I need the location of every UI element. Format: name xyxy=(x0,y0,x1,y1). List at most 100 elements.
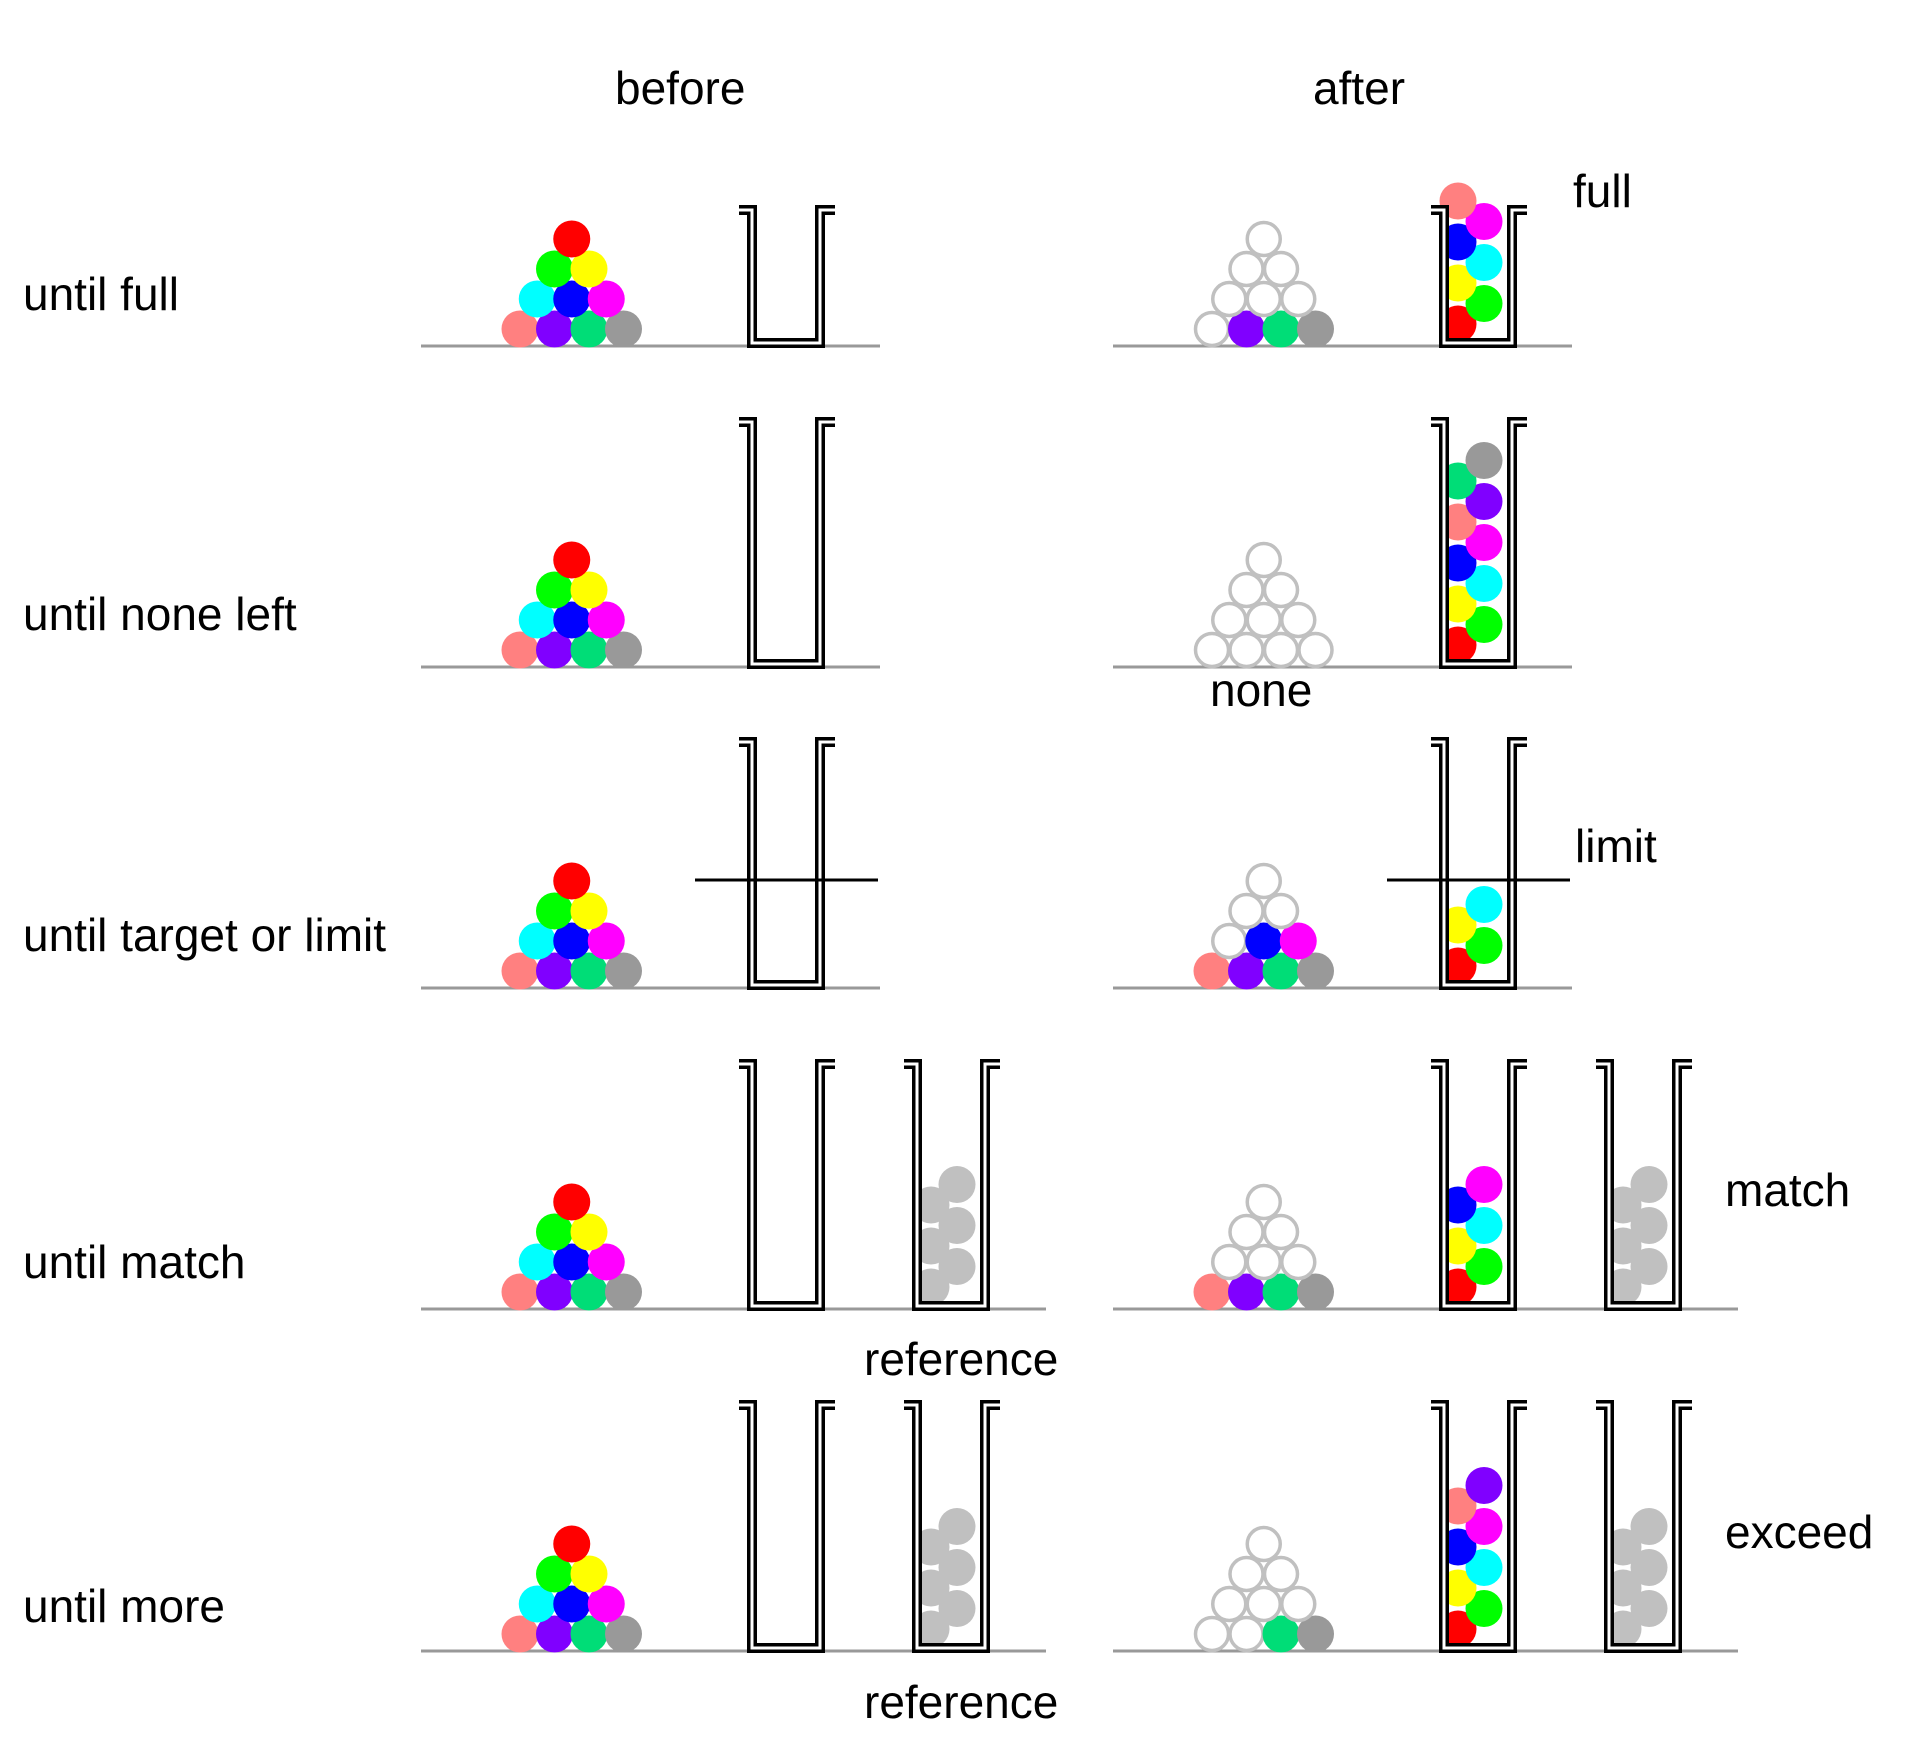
empty-ball-slot xyxy=(1193,631,1231,669)
after-panel xyxy=(1113,1059,1738,1311)
ball-cyan xyxy=(518,922,556,960)
ball-magenta xyxy=(587,1585,625,1623)
ball-yellow xyxy=(570,250,608,288)
ball-purple xyxy=(1228,1273,1265,1311)
cup-outline-inner xyxy=(904,1062,1000,1308)
collector-cup xyxy=(739,737,835,990)
empty-ball-slot xyxy=(1228,1615,1265,1653)
ball-purple xyxy=(1228,310,1265,348)
cup-outline-inner xyxy=(1431,208,1527,345)
row-until-full: until full full xyxy=(23,165,1632,348)
ball-blue xyxy=(553,1585,591,1623)
empty-ball-slot xyxy=(1245,220,1282,258)
row-label: until target or limit xyxy=(23,909,386,961)
empty-ball-slot xyxy=(1228,1555,1265,1593)
ball-yellow xyxy=(570,571,608,609)
cup-ball-green xyxy=(1465,1248,1503,1285)
ball-gray xyxy=(1297,310,1334,348)
ball-gray xyxy=(1297,1615,1334,1653)
ball-magenta xyxy=(587,1243,625,1281)
collector-cup xyxy=(739,1400,835,1653)
ball-teal xyxy=(1262,1273,1300,1311)
reference-ball-reference xyxy=(1630,1508,1668,1545)
cup-ball-magenta xyxy=(1465,1166,1503,1203)
before-panel xyxy=(421,417,880,669)
empty-ball-slot xyxy=(1280,601,1317,639)
collector-cup xyxy=(1431,205,1527,348)
ball-salmon xyxy=(1193,952,1231,990)
empty-ball-slot xyxy=(1211,1585,1248,1623)
row-label: until more xyxy=(23,1580,225,1632)
ball-pyramid xyxy=(1193,1525,1334,1653)
reference-ball-reference xyxy=(1630,1248,1668,1285)
empty-ball-slot xyxy=(1262,571,1300,609)
empty-ball-slot xyxy=(1262,631,1300,669)
ball-teal xyxy=(570,1615,608,1653)
empty-ball-slot xyxy=(1228,892,1265,930)
ball-green xyxy=(536,892,573,930)
reference-label: reference xyxy=(864,1333,1058,1385)
empty-ball-slot xyxy=(1245,601,1282,639)
cup-outline-inner xyxy=(904,1403,1000,1650)
cup-outline-inner xyxy=(1596,1403,1692,1650)
ball-salmon xyxy=(501,1273,539,1311)
after-panel xyxy=(1113,1400,1738,1653)
reference-ball-reference xyxy=(938,1508,976,1545)
ball-teal xyxy=(1262,1615,1300,1653)
collector-cup xyxy=(739,1059,835,1311)
row-label: until full xyxy=(23,268,179,320)
note-match: match xyxy=(1725,1164,1850,1216)
empty-ball-slot xyxy=(1297,631,1334,669)
cup-ball-green xyxy=(1465,927,1503,964)
empty-ball-slot xyxy=(1245,1243,1282,1281)
reference-cup xyxy=(904,1059,1000,1311)
reference-ball-reference xyxy=(938,1549,976,1586)
empty-ball-slot xyxy=(1228,1213,1265,1251)
collector-cup xyxy=(1431,737,1527,990)
empty-ball-slot xyxy=(1211,280,1248,318)
cup-outline-inner xyxy=(1431,1403,1527,1650)
cup-ball-magenta xyxy=(1465,203,1503,240)
cup-ball-magenta xyxy=(1465,524,1503,561)
ball-red xyxy=(553,1183,591,1221)
cup-outline-inner xyxy=(739,1403,835,1650)
empty-ball-slot xyxy=(1211,922,1248,960)
ball-green xyxy=(536,250,573,288)
ball-purple xyxy=(536,310,573,348)
ball-gray xyxy=(1297,1273,1334,1311)
reference-cup xyxy=(904,1400,1000,1653)
cup-outline-inner xyxy=(739,420,835,666)
ball-green xyxy=(536,1213,573,1251)
cup-outline-inner xyxy=(1431,420,1527,666)
empty-ball-slot xyxy=(1245,541,1282,579)
empty-ball-slot xyxy=(1228,631,1265,669)
ball-pyramid xyxy=(501,541,642,669)
ball-gray xyxy=(605,310,642,348)
ball-cyan xyxy=(518,1585,556,1623)
ball-cyan xyxy=(518,601,556,639)
cup-ball-green xyxy=(1465,285,1503,322)
ball-salmon xyxy=(501,952,539,990)
collector-cup xyxy=(739,205,835,348)
cup-ball-green xyxy=(1465,1590,1503,1627)
ball-gray xyxy=(605,952,642,990)
ball-magenta xyxy=(587,280,625,318)
ball-purple xyxy=(536,1273,573,1311)
ball-gray xyxy=(605,1273,642,1311)
empty-ball-slot xyxy=(1228,571,1265,609)
cup-ball-purple xyxy=(1465,483,1503,520)
ball-pyramid xyxy=(1193,541,1334,669)
ball-blue xyxy=(553,922,591,960)
ball-red xyxy=(553,541,591,579)
ball-teal xyxy=(1262,310,1300,348)
cup-outline-inner xyxy=(1431,1062,1527,1308)
empty-ball-slot xyxy=(1211,601,1248,639)
cup-outline-inner xyxy=(739,208,835,345)
ball-cyan xyxy=(518,280,556,318)
note-none: none xyxy=(1210,664,1312,716)
reference-ball-reference xyxy=(938,1207,976,1244)
collector-cup xyxy=(1431,1400,1527,1653)
ball-blue xyxy=(553,601,591,639)
note-limit: limit xyxy=(1575,820,1657,872)
